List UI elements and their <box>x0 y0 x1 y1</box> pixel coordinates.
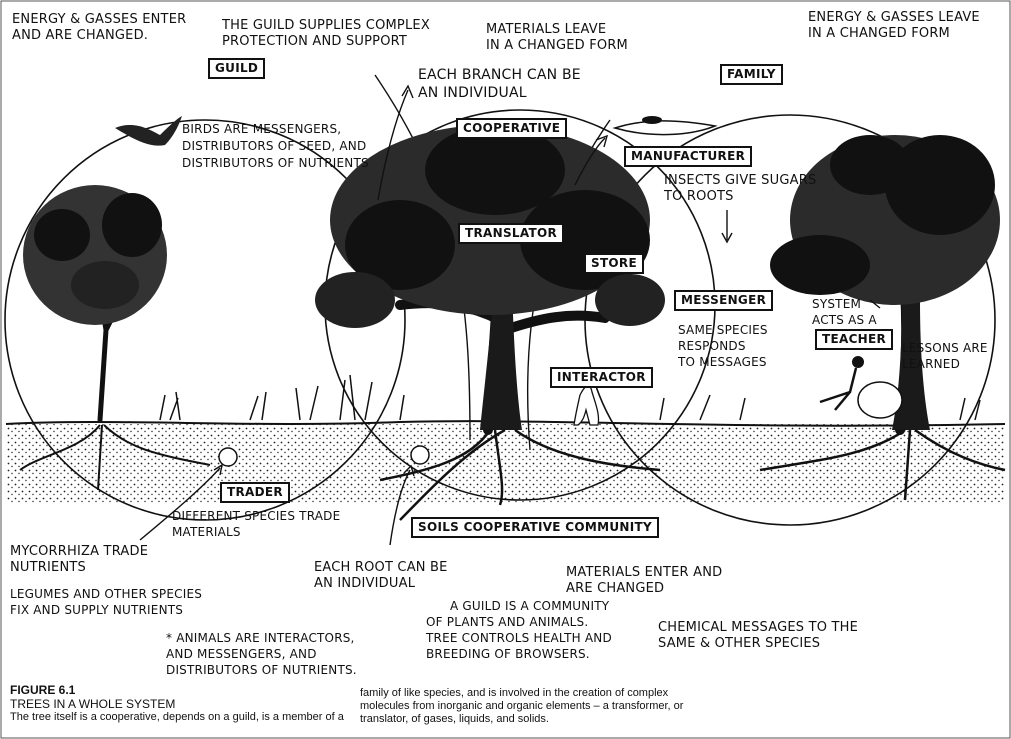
guild-community-line-2: OF PLANTS AND ANIMALS. <box>426 615 589 629</box>
arrow-insect <box>574 137 606 186</box>
arrow-system <box>869 299 881 309</box>
system-acts-note: SYSTEM ACTS AS A <box>812 296 877 328</box>
energy-leave-line-2: IN A CHANGED FORM <box>808 26 950 41</box>
caption-text-right-1: family of like species, and is involved … <box>360 687 669 699</box>
system-acts-line-1: SYSTEM <box>812 297 862 311</box>
legumes-note: LEGUMES AND OTHER SPECIES FIX AND SUPPLY… <box>10 586 202 618</box>
each-branch-line-2: AN INDIVIDUAL <box>418 85 527 101</box>
caption-text-right-3: translator, of gases, liquids, and solid… <box>360 713 549 725</box>
animals-note: * ANIMALS ARE INTERACTORS, AND MESSENGER… <box>166 630 357 678</box>
lessons-note: LESSONS ARE LEARNED <box>902 340 988 372</box>
guild-supplies-line-2: PROTECTION AND SUPPORT <box>222 34 408 49</box>
different-species-line-2: MATERIALS <box>172 525 241 539</box>
arrow-root <box>389 469 411 546</box>
soils-cooperative-label: SOILS COOPERATIVE COMMUNITY <box>411 517 660 538</box>
each-branch-line-1: EACH BRANCH CAN BE <box>418 67 581 83</box>
energy-enter-note: ENERGY & GASSES ENTER AND ARE CHANGED. <box>12 12 186 44</box>
messenger-label: MESSENGER <box>674 290 774 311</box>
materials-leave-line-2: IN A CHANGED FORM <box>486 38 628 53</box>
each-root-line-1: EACH ROOT CAN BE <box>314 560 448 575</box>
birds-line-2: DISTRIBUTORS OF SEED, AND <box>182 139 367 153</box>
manufacturer-label: MANUFACTURER <box>624 146 753 167</box>
store-label: STORE <box>584 253 644 274</box>
figure-title: TREES IN A WHOLE SYSTEM <box>10 697 176 711</box>
family-label: FAMILY <box>720 64 783 85</box>
guild-supplies-line-1: THE GUILD SUPPLIES COMPLEX <box>222 18 430 33</box>
different-species-note: DIFFERENT SPECIES TRADE MATERIALS <box>172 508 340 540</box>
energy-leave-line-1: ENERGY & GASSES LEAVE <box>808 10 980 25</box>
lessons-line-1: LESSONS ARE <box>902 341 988 355</box>
ground-plants <box>159 374 981 421</box>
insect-drawing <box>612 116 718 136</box>
birds-line-3: DISTRIBUTORS OF NUTRIENTS <box>182 156 369 170</box>
same-species-line-2: RESPONDS <box>678 339 746 353</box>
chemical-line-2: SAME & OTHER SPECIES <box>658 636 821 651</box>
guild-circle <box>4 119 406 521</box>
guild-community-line-1: A GUILD IS A COMMUNITY <box>450 599 610 613</box>
birds-note: BIRDS ARE MESSENGERS, DISTRIBUTORS OF SE… <box>182 121 369 172</box>
materials-enter-note: MATERIALS ENTER AND ARE CHANGED <box>566 565 722 597</box>
arrow-branch <box>377 89 409 201</box>
figure-caption: FIGURE 6.1 TREES IN A WHOLE SYSTEM The t… <box>10 683 350 724</box>
translator-label: TRANSLATOR <box>458 223 565 244</box>
caption-text-right-2: molecules from inorganic and organic ele… <box>360 700 684 712</box>
mycorrhiza-spheres <box>218 445 430 467</box>
mycorrhiza-line-2: NUTRIENTS <box>10 560 86 575</box>
animals-line-3: DISTRIBUTORS OF NUTRIENTS. <box>166 663 357 677</box>
energy-enter-line-2: AND ARE CHANGED. <box>12 28 149 43</box>
guild-community-line-4: BREEDING OF BROWSERS. <box>426 647 590 661</box>
person-sitting-drawing <box>819 356 903 419</box>
chemical-messages-note: CHEMICAL MESSAGES TO THE SAME & OTHER SP… <box>658 620 858 652</box>
same-species-line-1: SAME SPECIES <box>678 323 768 337</box>
energy-leave-note: ENERGY & GASSES LEAVE IN A CHANGED FORM <box>808 10 980 42</box>
guild-supplies-note: THE GUILD SUPPLIES COMPLEX PROTECTION AN… <box>222 18 430 50</box>
same-species-line-3: TO MESSAGES <box>678 355 767 369</box>
arrow-trader <box>139 467 221 541</box>
caption-continued: family of like species, and is involved … <box>360 687 740 726</box>
each-root-line-2: AN INDIVIDUAL <box>314 576 416 591</box>
teacher-label: TEACHER <box>815 329 894 350</box>
materials-leave-line-1: MATERIALS LEAVE <box>486 22 607 37</box>
caption-text-left: The tree itself is a cooperative, depend… <box>10 711 344 723</box>
guild-community-note: A GUILD IS A COMMUNITY OF PLANTS AND ANI… <box>426 598 612 662</box>
right-tree-drawing <box>759 135 1006 501</box>
mycorrhiza-note: MYCORRHIZA TRADE NUTRIENTS <box>10 544 148 576</box>
chemical-line-1: CHEMICAL MESSAGES TO THE <box>658 620 859 635</box>
animals-line-2: AND MESSENGERS, AND <box>166 647 317 661</box>
birds-line-1: BIRDS ARE MESSENGERS, <box>182 122 342 136</box>
soil-layer <box>5 420 1006 504</box>
materials-leave-note: MATERIALS LEAVE IN A CHANGED FORM <box>486 22 628 54</box>
bird-drawing <box>115 116 182 146</box>
interactor-label: INTERACTOR <box>550 367 653 388</box>
same-species-note: SAME SPECIES RESPONDS TO MESSAGES <box>678 322 768 370</box>
materials-enter-line-1: MATERIALS ENTER AND <box>566 565 723 580</box>
each-root-note: EACH ROOT CAN BE AN INDIVIDUAL <box>314 560 448 592</box>
different-species-line-1: DIFFERENT SPECIES TRADE <box>172 509 341 523</box>
animals-line-1: * ANIMALS ARE INTERACTORS, <box>166 631 355 645</box>
insects-line-1: INSECTS GIVE SUGARS <box>664 173 817 188</box>
legumes-line-2: FIX AND SUPPLY NUTRIENTS <box>10 603 184 617</box>
figure-number: FIGURE 6.1 <box>10 683 76 697</box>
mycorrhiza-line-1: MYCORRHIZA TRADE <box>10 544 149 559</box>
insects-line-2: TO ROOTS <box>664 189 734 204</box>
insects-note: INSECTS GIVE SUGARS TO ROOTS <box>664 173 816 205</box>
energy-enter-line-1: ENERGY & GASSES ENTER <box>12 12 187 27</box>
legumes-line-1: LEGUMES AND OTHER SPECIES <box>10 587 203 601</box>
trader-label: TRADER <box>220 482 290 503</box>
cooperative-label: COOPERATIVE <box>456 118 568 139</box>
guild-label: GUILD <box>208 58 266 79</box>
materials-enter-line-2: ARE CHANGED <box>566 581 665 596</box>
system-acts-line-2: ACTS AS A <box>812 313 877 327</box>
lessons-line-2: LEARNED <box>902 357 961 371</box>
left-tree-drawing <box>19 185 211 491</box>
central-tree-drawing <box>315 125 665 521</box>
guild-community-line-3: TREE CONTROLS HEALTH AND <box>426 631 612 645</box>
each-branch-note: EACH BRANCH CAN BE AN INDIVIDUAL <box>418 66 581 102</box>
